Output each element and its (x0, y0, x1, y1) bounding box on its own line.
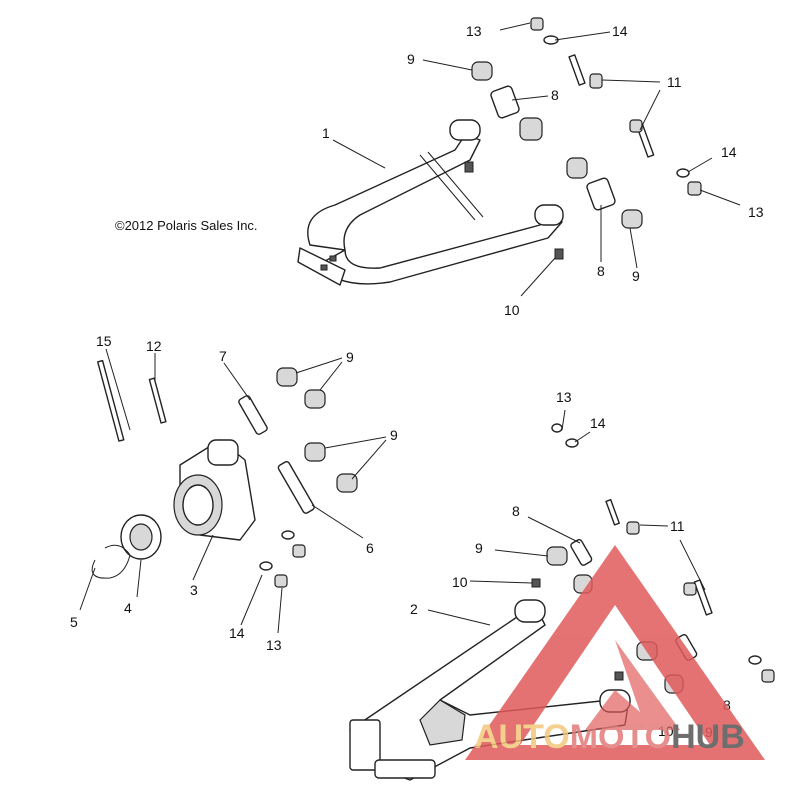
callout-9: 9 (346, 349, 354, 365)
svg-text:AUTOMOTOHUB: AUTOMOTOHUB (474, 718, 745, 756)
copyright-text: ©2012 Polaris Sales Inc. (115, 218, 258, 233)
leader-lines (79, 22, 741, 634)
callout-10: 10 (452, 574, 468, 590)
callout-8: 8 (512, 503, 520, 519)
callout-13: 13 (556, 389, 572, 405)
callout-14: 14 (721, 144, 737, 160)
callout-2: 2 (410, 601, 418, 617)
watermark-text-moto: MOTO (570, 718, 671, 756)
callout-8: 8 (551, 87, 559, 103)
callout-3: 3 (190, 582, 198, 598)
callout-10: 10 (504, 302, 520, 318)
callout-9: 9 (390, 427, 398, 443)
callout-11: 11 (667, 74, 682, 90)
callout-5: 5 (70, 614, 78, 630)
callout-8: 8 (597, 263, 605, 279)
upper-a-arm (297, 119, 564, 286)
knuckle-assembly (91, 359, 358, 588)
callout-13: 13 (266, 637, 282, 653)
watermark-text-hub: HUB (671, 718, 745, 756)
callout-14: 14 (590, 415, 606, 431)
callout-9: 9 (632, 268, 640, 284)
callout-6: 6 (366, 540, 374, 556)
lower-hardware (531, 423, 775, 694)
callout-labels: 1 13 14 9 8 11 14 13 8 9 10 15 12 7 9 9 … (70, 23, 764, 740)
callout-9: 9 (475, 540, 483, 556)
callout-9: 9 (407, 51, 415, 67)
callout-12: 12 (146, 338, 162, 354)
callout-1: 1 (322, 125, 330, 141)
callout-4: 4 (124, 600, 132, 616)
callout-7: 7 (219, 348, 227, 364)
callout-8: 8 (723, 697, 731, 713)
watermark-text-auto: AUTO (474, 718, 570, 756)
callout-13: 13 (748, 204, 764, 220)
callout-14: 14 (612, 23, 628, 39)
watermark-triangle-icon (465, 545, 765, 760)
callout-15: 15 (96, 333, 112, 349)
callout-14: 14 (229, 625, 245, 641)
upper-hardware (464, 17, 702, 260)
callout-11: 11 (670, 518, 685, 534)
callout-13: 13 (466, 23, 482, 39)
watermark-logo: AUTOMOTOHUB (465, 545, 765, 760)
